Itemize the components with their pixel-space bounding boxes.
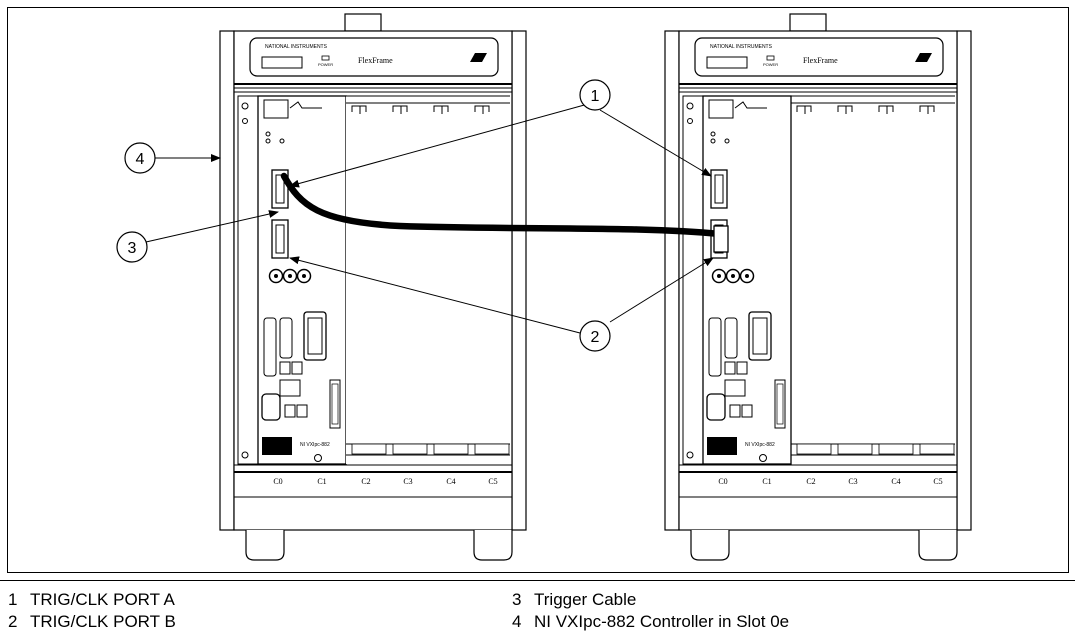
slot-label: C5 — [488, 477, 497, 486]
callout-number: 3 — [128, 240, 137, 257]
callout-4: 4 — [124, 142, 156, 174]
callout-1: 1 — [579, 79, 611, 111]
brand-label: NATIONAL INSTRUMENTS — [265, 44, 328, 50]
legend-number: 4 — [512, 612, 522, 631]
legend-item: 2 TRIG/CLK PORT B — [8, 612, 176, 632]
brand-label: NATIONAL INSTRUMENTS — [710, 44, 773, 50]
callout-number: 4 — [136, 151, 145, 168]
model-label: FlexFrame — [803, 56, 838, 65]
trigger-cable — [280, 172, 724, 238]
slot-label: C4 — [891, 477, 900, 486]
callout-leaders — [145, 103, 714, 334]
legend-number: 2 — [8, 612, 18, 631]
legend-item: 4 NI VXIpc-882 Controller in Slot 0e — [512, 612, 789, 632]
power-label: POWER — [318, 62, 333, 67]
chassis-right: NATIONAL INSTRUMENTS POWER FlexFrame — [664, 13, 972, 561]
model-label: FlexFrame — [358, 56, 393, 65]
legend-number: 3 — [512, 590, 522, 609]
slot-label: C0 — [273, 477, 282, 486]
slot-label: C4 — [446, 477, 455, 486]
slot-label: C3 — [848, 477, 857, 486]
legend-divider — [0, 580, 1075, 581]
legend-text: NI VXIpc-882 Controller in Slot 0e — [534, 612, 790, 631]
slot-label: C3 — [403, 477, 412, 486]
callout-2: 2 — [579, 320, 611, 352]
power-label: POWER — [763, 62, 778, 67]
connection-diagram: NATIONAL INSTRUMENTS POWER FlexFrame — [116, 13, 972, 561]
legend-number: 1 — [8, 590, 18, 609]
chassis-left: NATIONAL INSTRUMENTS POWER FlexFrame — [219, 13, 527, 561]
slot-label: C2 — [361, 477, 370, 486]
slot-label: C2 — [806, 477, 815, 486]
slot-label: C1 — [762, 477, 771, 486]
slot-label: C5 — [933, 477, 942, 486]
callout-number: 1 — [591, 88, 600, 105]
callout-number: 2 — [591, 329, 600, 346]
legend-text: TRIG/CLK PORT A — [30, 590, 175, 609]
legend-item: 3 Trigger Cable — [512, 590, 636, 610]
callout-3: 3 — [116, 231, 148, 263]
legend-text: Trigger Cable — [534, 590, 637, 609]
slot-label: C0 — [718, 477, 727, 486]
controller-label: NI VXIpc-882 — [745, 442, 775, 448]
figure-frame — [7, 7, 1069, 573]
controller-label: NI VXIpc-882 — [300, 442, 330, 448]
slot-label: C1 — [317, 477, 326, 486]
legend-text: TRIG/CLK PORT B — [30, 612, 176, 631]
legend-item: 1 TRIG/CLK PORT A — [8, 590, 175, 610]
